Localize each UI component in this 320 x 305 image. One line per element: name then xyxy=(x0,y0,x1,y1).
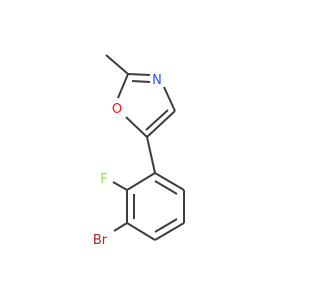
atom-br: Br xyxy=(93,233,108,248)
bond-c2-o xyxy=(117,73,129,99)
bond-c5-o xyxy=(125,116,148,138)
bond-c5-c1p xyxy=(146,136,156,174)
atom-f: F xyxy=(100,172,107,187)
bond-c6p-c1p-double xyxy=(154,180,178,195)
bond-c3p-br xyxy=(113,222,128,232)
bond-c2-n xyxy=(127,73,151,76)
bonds xyxy=(105,54,185,241)
bond-c4p-c5p-double xyxy=(154,218,178,233)
bond-c2-n-double xyxy=(131,80,151,83)
atom-labels: N O F Br xyxy=(93,73,162,248)
bond-c4-c5 xyxy=(146,110,176,138)
bond-c4p-c5p xyxy=(154,222,185,241)
atom-o: O xyxy=(112,102,122,117)
bond-c1p-c2p xyxy=(126,172,156,191)
bond-n-c4 xyxy=(163,86,176,112)
atom-n: N xyxy=(152,73,162,88)
bond-c6p-c1p xyxy=(154,172,185,191)
bond-c4-c5-double xyxy=(145,109,169,131)
bond-c2p-f xyxy=(112,181,128,191)
molecule-canvas: N O F Br xyxy=(93,54,185,248)
molecule-structure: N O F Br xyxy=(93,54,185,248)
bond-c3p-c4p xyxy=(126,222,156,241)
bond-methyl-c2 xyxy=(105,54,129,75)
